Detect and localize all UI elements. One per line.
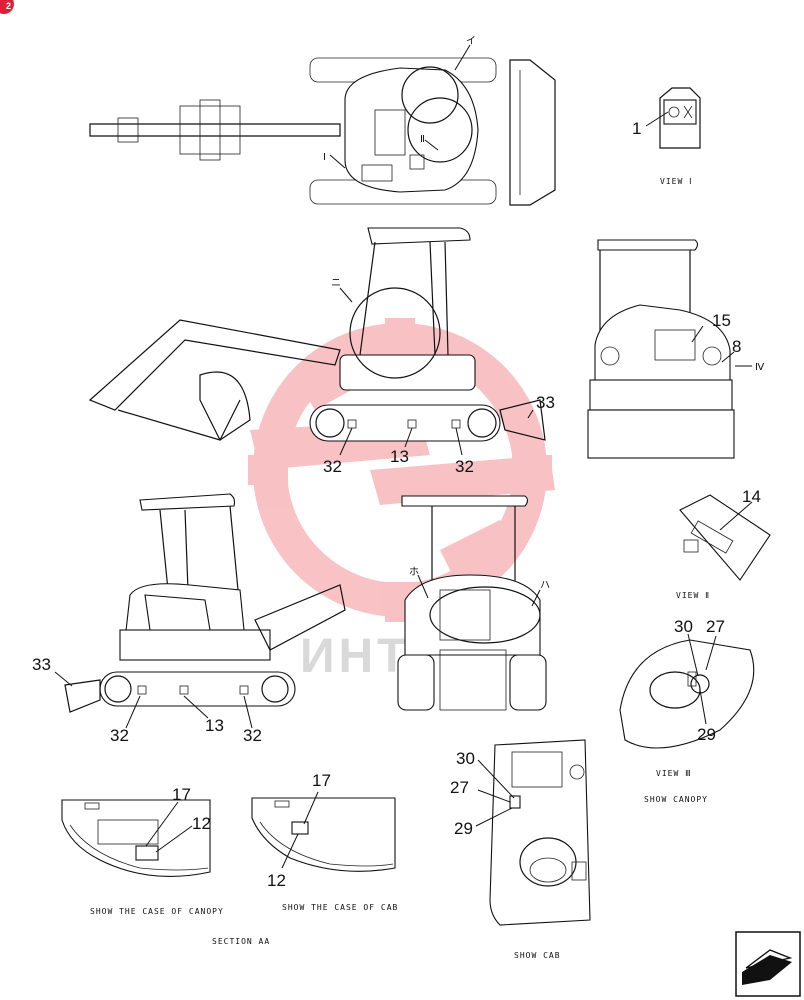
caption-view-iii: VIEW Ⅲ [656, 769, 692, 778]
mark-view-i: Ⅰ [323, 152, 326, 163]
view-iii-detail: 30 27 29 VIEW Ⅲ SHOW CANOPY [619, 617, 755, 804]
corner-badge-text: 2 [5, 1, 11, 11]
caption-show-cab: SHOW CAB [514, 951, 561, 960]
callout-12: 12 [267, 871, 286, 890]
mark-view-iv: Ⅳ [755, 362, 765, 373]
front-view: ホ ハ [397, 495, 550, 711]
callout-1: 1 [632, 119, 641, 138]
side-view-second: 33 32 13 32 [32, 493, 346, 745]
callout-12: 12 [192, 814, 211, 833]
callout-33: 33 [32, 655, 51, 674]
callout-32: 32 [243, 726, 262, 745]
side-view-main: ニ 33 32 13 32 [88, 227, 555, 476]
mark-i-kana: イ [466, 36, 476, 47]
callout-30: 30 [674, 617, 693, 636]
next-page-arrow-icon[interactable] [735, 931, 801, 997]
mark-view-ii: Ⅱ [420, 134, 425, 145]
callout-32: 32 [110, 726, 129, 745]
mark-ho-kana: ホ [409, 566, 419, 578]
mark-ni-kana: ニ [331, 278, 341, 289]
rear-view: 15 8 Ⅳ [587, 239, 765, 459]
top-plan-view: イ Ⅰ Ⅱ [89, 36, 556, 206]
callout-32: 32 [323, 457, 342, 476]
callout-8: 8 [732, 337, 741, 356]
corner-badge: 2 [0, 0, 14, 14]
mark-ha-kana: ハ [540, 580, 550, 591]
view-ii-detail: 14 VIEW Ⅱ [676, 487, 771, 600]
callout-15: 15 [712, 311, 731, 330]
callout-32: 32 [455, 457, 474, 476]
callout-30: 30 [456, 749, 475, 768]
section-canopy-case: 17 12 SHOW THE CASE OF CANOPY [61, 785, 224, 916]
caption-show-canopy: SHOW CANOPY [644, 795, 708, 804]
callout-17: 17 [312, 771, 331, 790]
view-i-detail: 1 VIEW Ⅰ [632, 87, 701, 186]
callout-14: 14 [742, 487, 761, 506]
caption-view-i: VIEW Ⅰ [660, 177, 692, 186]
caption-cab-case: SHOW THE CASE OF CAB [282, 903, 398, 912]
caption-view-ii: VIEW Ⅱ [676, 591, 710, 600]
section-cab-case: 17 12 SHOW THE CASE OF CAB SECTION AA [212, 771, 398, 946]
caption-canopy-case: SHOW THE CASE OF CANOPY [90, 907, 224, 916]
callout-17: 17 [172, 785, 191, 804]
show-cab-detail: 30 27 29 SHOW CAB [450, 739, 591, 960]
callout-27: 27 [706, 617, 725, 636]
callout-33: 33 [536, 393, 555, 412]
callout-13: 13 [390, 447, 409, 466]
callout-29: 29 [454, 819, 473, 838]
watermark-text: ИНТ [300, 630, 410, 683]
callout-27: 27 [450, 778, 469, 797]
callout-13: 13 [205, 716, 224, 735]
callout-29: 29 [697, 725, 716, 744]
caption-section-aa: SECTION AA [212, 937, 270, 946]
